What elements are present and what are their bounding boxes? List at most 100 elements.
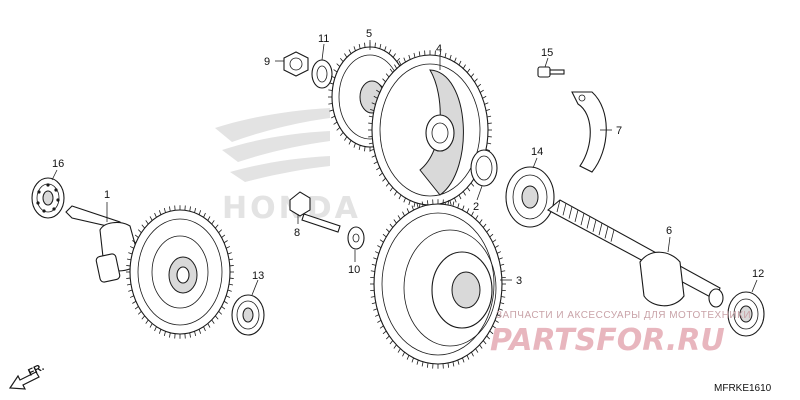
gear-tooth	[328, 103, 333, 105]
gear-tooth	[221, 306, 226, 310]
gear-tooth	[485, 108, 491, 111]
gear-tooth	[447, 200, 450, 206]
gear-tooth	[500, 302, 505, 305]
gear-tooth	[129, 246, 134, 249]
gear-tooth	[215, 224, 219, 229]
gear-tooth	[492, 239, 497, 243]
gear-tooth	[371, 302, 376, 305]
gear-tooth	[389, 68, 394, 73]
shaft-spline	[586, 216, 591, 229]
gear-tooth	[163, 207, 166, 213]
gear-tooth	[218, 229, 223, 233]
gear-tooth	[411, 357, 414, 363]
part-14-bearing	[505, 166, 555, 228]
gear-tooth	[226, 246, 231, 249]
gear-tooth	[211, 319, 215, 324]
watermark-brand: PARTSFOR.RU	[490, 323, 725, 358]
part-8-bolt	[289, 191, 341, 233]
gear-tooth	[500, 263, 505, 266]
gear-tooth	[489, 233, 494, 238]
shaft-spline	[568, 206, 573, 219]
gear-tooth	[385, 73, 390, 78]
gear-tooth	[194, 207, 197, 213]
gear-tooth	[426, 362, 429, 368]
leader-lines	[51, 40, 758, 296]
gear-tooth	[333, 121, 338, 125]
gear-tooth	[149, 323, 153, 328]
callout-16: 16	[52, 158, 64, 170]
gear-tooth	[393, 219, 397, 224]
gear-tooth	[227, 289, 232, 292]
gear-tooth	[501, 270, 506, 272]
gear-tooth	[228, 283, 234, 286]
gear-tooth	[388, 49, 392, 54]
gear-tooth	[141, 315, 145, 320]
gear-tooth	[479, 219, 483, 224]
front-direction-label: FR.	[27, 362, 46, 379]
gear-tooth	[126, 283, 132, 286]
part-13-bearing	[231, 294, 265, 336]
gear-tooth	[482, 95, 487, 99]
gear-tooth	[329, 109, 334, 112]
callout-1: 1	[104, 189, 110, 201]
gear-tooth	[494, 319, 499, 323]
gear-tooth	[221, 234, 226, 238]
gear-tooth	[223, 240, 228, 244]
gear-tooth	[394, 191, 398, 196]
callout-6: 6	[666, 225, 672, 237]
gear-tooth	[402, 211, 405, 216]
part-9-nut	[283, 51, 309, 77]
gear-tooth	[158, 210, 162, 215]
gear-tooth	[397, 215, 401, 220]
gear-tooth	[228, 258, 234, 261]
shaft-spline	[610, 229, 615, 242]
gear-tooth	[470, 73, 475, 78]
gear-tooth	[477, 83, 482, 88]
gear-tooth	[416, 203, 419, 209]
gear-tooth	[492, 325, 497, 329]
gear-tooth	[452, 201, 455, 207]
diagram-code: MFRKE1610	[714, 383, 772, 394]
gear-tooth	[397, 348, 401, 353]
callout-2: 2	[473, 201, 479, 213]
shaft-spline	[574, 209, 579, 222]
gear-tooth	[373, 308, 378, 311]
gear-tooth	[132, 240, 137, 244]
gear-tooth	[373, 95, 378, 99]
gear-tooth	[486, 228, 490, 233]
gear-tooth	[416, 359, 419, 365]
gear-tooth	[373, 161, 378, 165]
gear-tooth	[471, 352, 474, 357]
gear-tooth	[421, 201, 424, 207]
gear-tooth	[394, 64, 398, 69]
gear-tooth	[398, 60, 402, 66]
gear-tooth	[466, 355, 470, 360]
gear-tooth	[194, 331, 197, 337]
gear-tooth	[149, 216, 153, 221]
gear-tooth	[466, 68, 471, 73]
part-7-bracket	[571, 91, 607, 173]
gear-tooth	[374, 314, 380, 317]
gear-tooth	[371, 102, 376, 105]
gear-tooth	[376, 89, 380, 93]
gear-tooth	[392, 53, 396, 58]
gear-tooth	[444, 52, 447, 58]
gear-tooth	[348, 140, 352, 145]
gear-tooth	[134, 306, 139, 310]
part-6-output-shaft	[547, 199, 724, 308]
gear-tooth	[484, 102, 489, 105]
gear-tooth	[462, 357, 465, 363]
gear-tooth	[331, 115, 336, 119]
gear-tooth	[496, 314, 502, 317]
gear-tooth	[141, 224, 145, 229]
gear-tooth	[128, 289, 133, 292]
part-2-needle-bearing	[470, 149, 498, 187]
gear-tooth	[368, 142, 373, 145]
gear-tooth	[333, 69, 338, 73]
gear-tooth	[393, 344, 397, 349]
gear-tooth	[353, 46, 356, 51]
gear-tooth	[408, 200, 411, 206]
gear-tooth	[132, 300, 137, 304]
gear-tooth	[498, 308, 503, 311]
